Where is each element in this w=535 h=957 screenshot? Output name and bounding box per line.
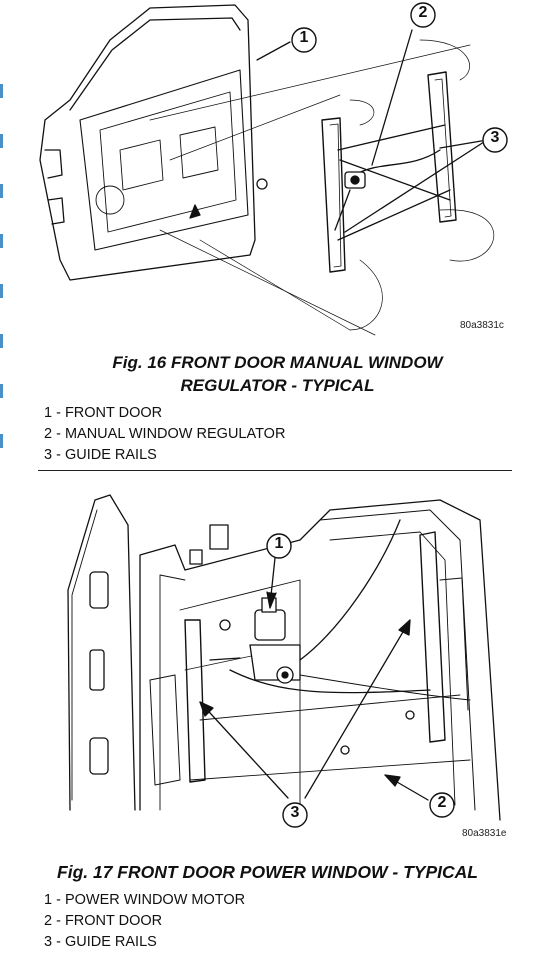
callout-3-fig16 [482,127,508,153]
guide-rail-left [184,619,206,783]
edge-mark [0,434,3,448]
callout-3-label: 3 [490,129,500,146]
edge-mark [0,134,3,148]
edge-mark [0,184,3,198]
leader-3b [304,619,411,799]
edge-mark [0,284,3,298]
section-divider [38,470,512,471]
edge-mark [0,384,3,398]
figure-16-caption-line2: REGULATOR - TYPICAL [180,376,375,395]
front-door-outline [67,494,136,811]
callout-3-label: 3 [290,804,300,821]
callout-2-label: 2 [437,794,447,811]
callout-1-label: 1 [299,29,309,46]
front-door-outline [39,4,256,281]
fig16-legend-item: 3 - GUIDE RAILS [44,447,157,463]
figure-17-illustration [67,494,501,828]
fig17-legend-item: 2 - FRONT DOOR [44,913,163,929]
fig16-legend-item: 2 - MANUAL WINDOW REGULATOR [44,426,286,442]
leader-3a [199,701,289,799]
callout-2-fig17 [429,792,455,818]
callout-2-label: 2 [418,4,428,21]
figure-17-caption: Fig. 17 FRONT DOOR POWER WINDOW - TYPICA… [57,862,478,882]
edge-mark [0,234,3,248]
edge-mark [0,84,3,98]
edge-mark [0,334,3,348]
guide-rail-left [321,117,346,273]
callout-1-fig17 [266,533,292,559]
figure-17-code: 80a3831e [462,828,507,839]
callout-2-fig16 [410,2,436,28]
guide-rail-right [419,531,446,743]
fig16-legend-item: 1 - FRONT DOOR [44,405,163,421]
callout-3-fig17 [282,802,308,828]
guide-rail-right [427,71,457,223]
figure-16-illustration [39,2,508,336]
figure-16-caption-line1: Fig. 16 FRONT DOOR MANUAL WINDOW [112,353,443,372]
fig17-legend-item: 1 - POWER WINDOW MOTOR [44,892,246,908]
callout-1-label: 1 [274,535,284,552]
callout-1-fig16 [291,27,317,53]
figure-16-code: 80a3831c [460,320,504,331]
fig17-legend-item: 3 - GUIDE RAILS [44,934,157,950]
